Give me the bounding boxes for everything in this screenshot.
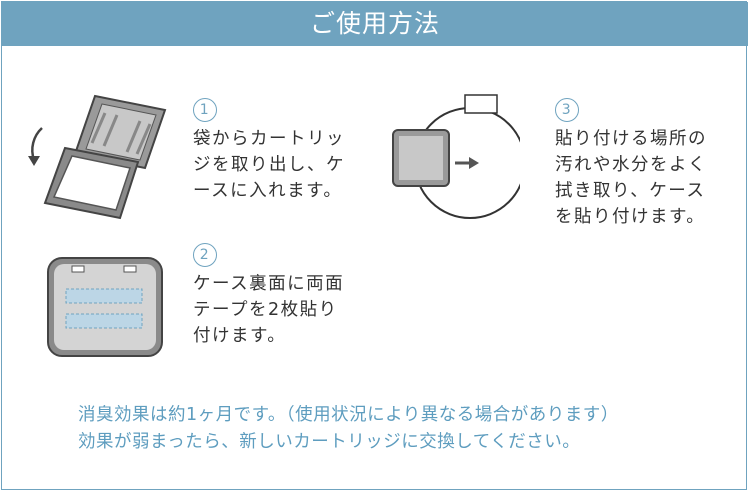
step-text-line: 汚れや水分をよく [555,155,707,175]
case-back-illustration [47,257,163,357]
usage-notes: 消臭効果は約1ヶ月です。（使用状況により異なる場合があります） 効果が弱まったら… [78,402,619,456]
step-number-badge: 3 [555,98,579,122]
step-text-line: ースに入れます。 [193,181,343,201]
step-text-line: ジを取り出し、ケ [193,155,345,175]
step-text-line: テープを2枚貼り [193,300,338,320]
step-number-badge: 1 [193,98,217,122]
page-title: ご使用方法 [2,2,748,46]
step-text-line: 貼り付ける場所の [555,129,707,149]
note-line: 効果が弱まったら、新しいカートリッジに交換してください。 [78,432,581,452]
step-2: 2 ケース裏面に両面 テープを2枚貼り 付けます。 [193,241,344,349]
step-text-line: 拭き取り、ケース [555,181,706,201]
step-number-badge: 2 [193,243,217,267]
note-line: 消臭効果は約1ヶ月です。（使用状況により異なる場合があります） [78,405,619,425]
step-text-line: を貼り付けます。 [555,207,706,227]
step-3: 3 貼り付ける場所の 汚れや水分をよく 拭き取り、ケース を貼り付けます。 [555,96,707,230]
step-1: 1 袋からカートリッ ジを取り出し、ケ ースに入れます。 [193,96,345,204]
open-case-illustration [28,94,167,220]
step-text-line: 付けます。 [193,326,287,346]
step-text-line: ケース裏面に両面 [193,274,345,294]
attach-case-illustration [392,94,520,219]
step-text-line: 袋からカートリッ [193,129,345,149]
